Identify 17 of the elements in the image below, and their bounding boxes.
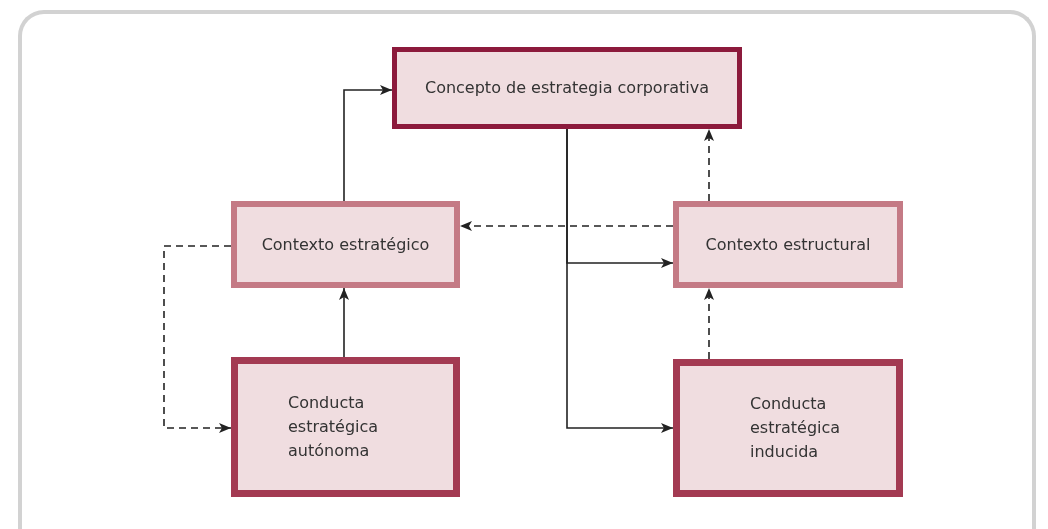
process-box — [673, 201, 903, 288]
process-box — [392, 47, 742, 129]
box-label: Contexto estratégico — [261, 233, 430, 256]
arrow — [339, 287, 349, 358]
arrow — [704, 287, 714, 360]
arrow — [163, 245, 232, 433]
process-box — [231, 357, 460, 497]
box-label: Concepto de estrategia corporativa — [424, 77, 710, 99]
arrow — [704, 128, 714, 202]
box-label: Contexto estructural — [705, 233, 871, 256]
arrow — [343, 85, 393, 202]
process-box — [231, 201, 460, 288]
arrow — [459, 221, 674, 231]
process-box — [673, 359, 903, 497]
box-label: Conducta estratégica inducida — [750, 393, 842, 463]
arrow — [566, 128, 674, 433]
box-label: Conducta estratégica autónoma — [288, 392, 380, 462]
